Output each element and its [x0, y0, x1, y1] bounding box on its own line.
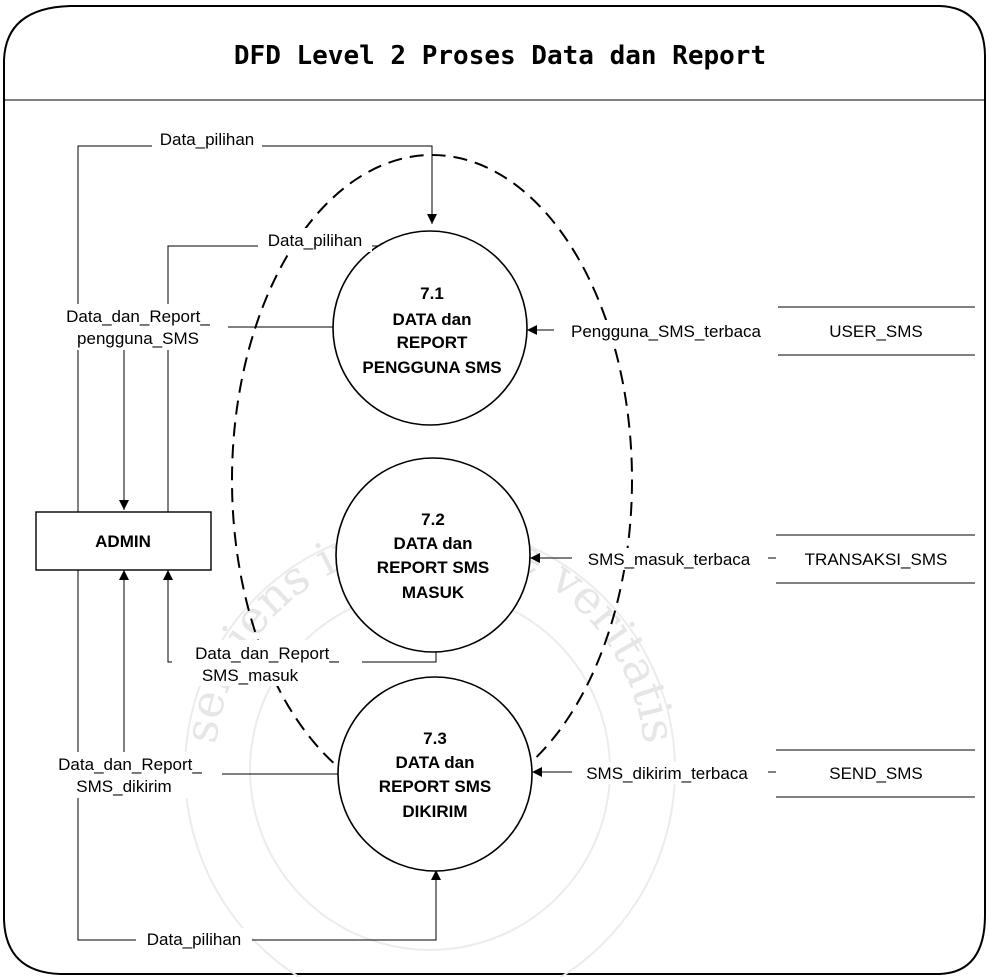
- store-label: USER_SMS: [829, 322, 923, 341]
- store-label: SEND_SMS: [829, 764, 923, 783]
- store-label: TRANSAKSI_SMS: [805, 550, 948, 569]
- diagram-title: DFD Level 2 Proses Data dan Report: [234, 41, 766, 71]
- flow-labels: Data_pilihan Data_pilihan Data_pilihan D…: [42, 127, 778, 952]
- store-send-sms: SEND_SMS: [776, 749, 975, 798]
- label-report-dikirim: Data_dan_Report_SMS_dikirim: [58, 755, 202, 796]
- label-report-pengguna: Data_dan_Report_pengguna_SMS: [66, 307, 210, 348]
- admin-label: ADMIN: [95, 532, 151, 551]
- store-user-sms: USER_SMS: [778, 306, 975, 356]
- label-report-masuk: Data_dan_Report_SMS_masuk: [195, 644, 339, 685]
- entity-admin: ADMIN: [35, 511, 212, 571]
- label-dikirim-terbaca: SMS_dikirim_terbaca: [586, 764, 748, 783]
- store-transaksi-sms: TRANSAKSI_SMS: [776, 534, 975, 584]
- label-pengguna-terbaca: Pengguna_SMS_terbaca: [571, 322, 762, 341]
- label-pilihan-bottom: Data_pilihan: [147, 930, 242, 949]
- label-masuk-terbaca: SMS_masuk_terbaca: [588, 550, 751, 569]
- label-pilihan-top: Data_pilihan: [160, 130, 255, 149]
- process-number: 7.1: [420, 284, 444, 303]
- label-pilihan-mid: Data_pilihan: [268, 231, 363, 250]
- process-number: 7.2: [421, 510, 445, 529]
- process-number: 7.3: [423, 729, 447, 748]
